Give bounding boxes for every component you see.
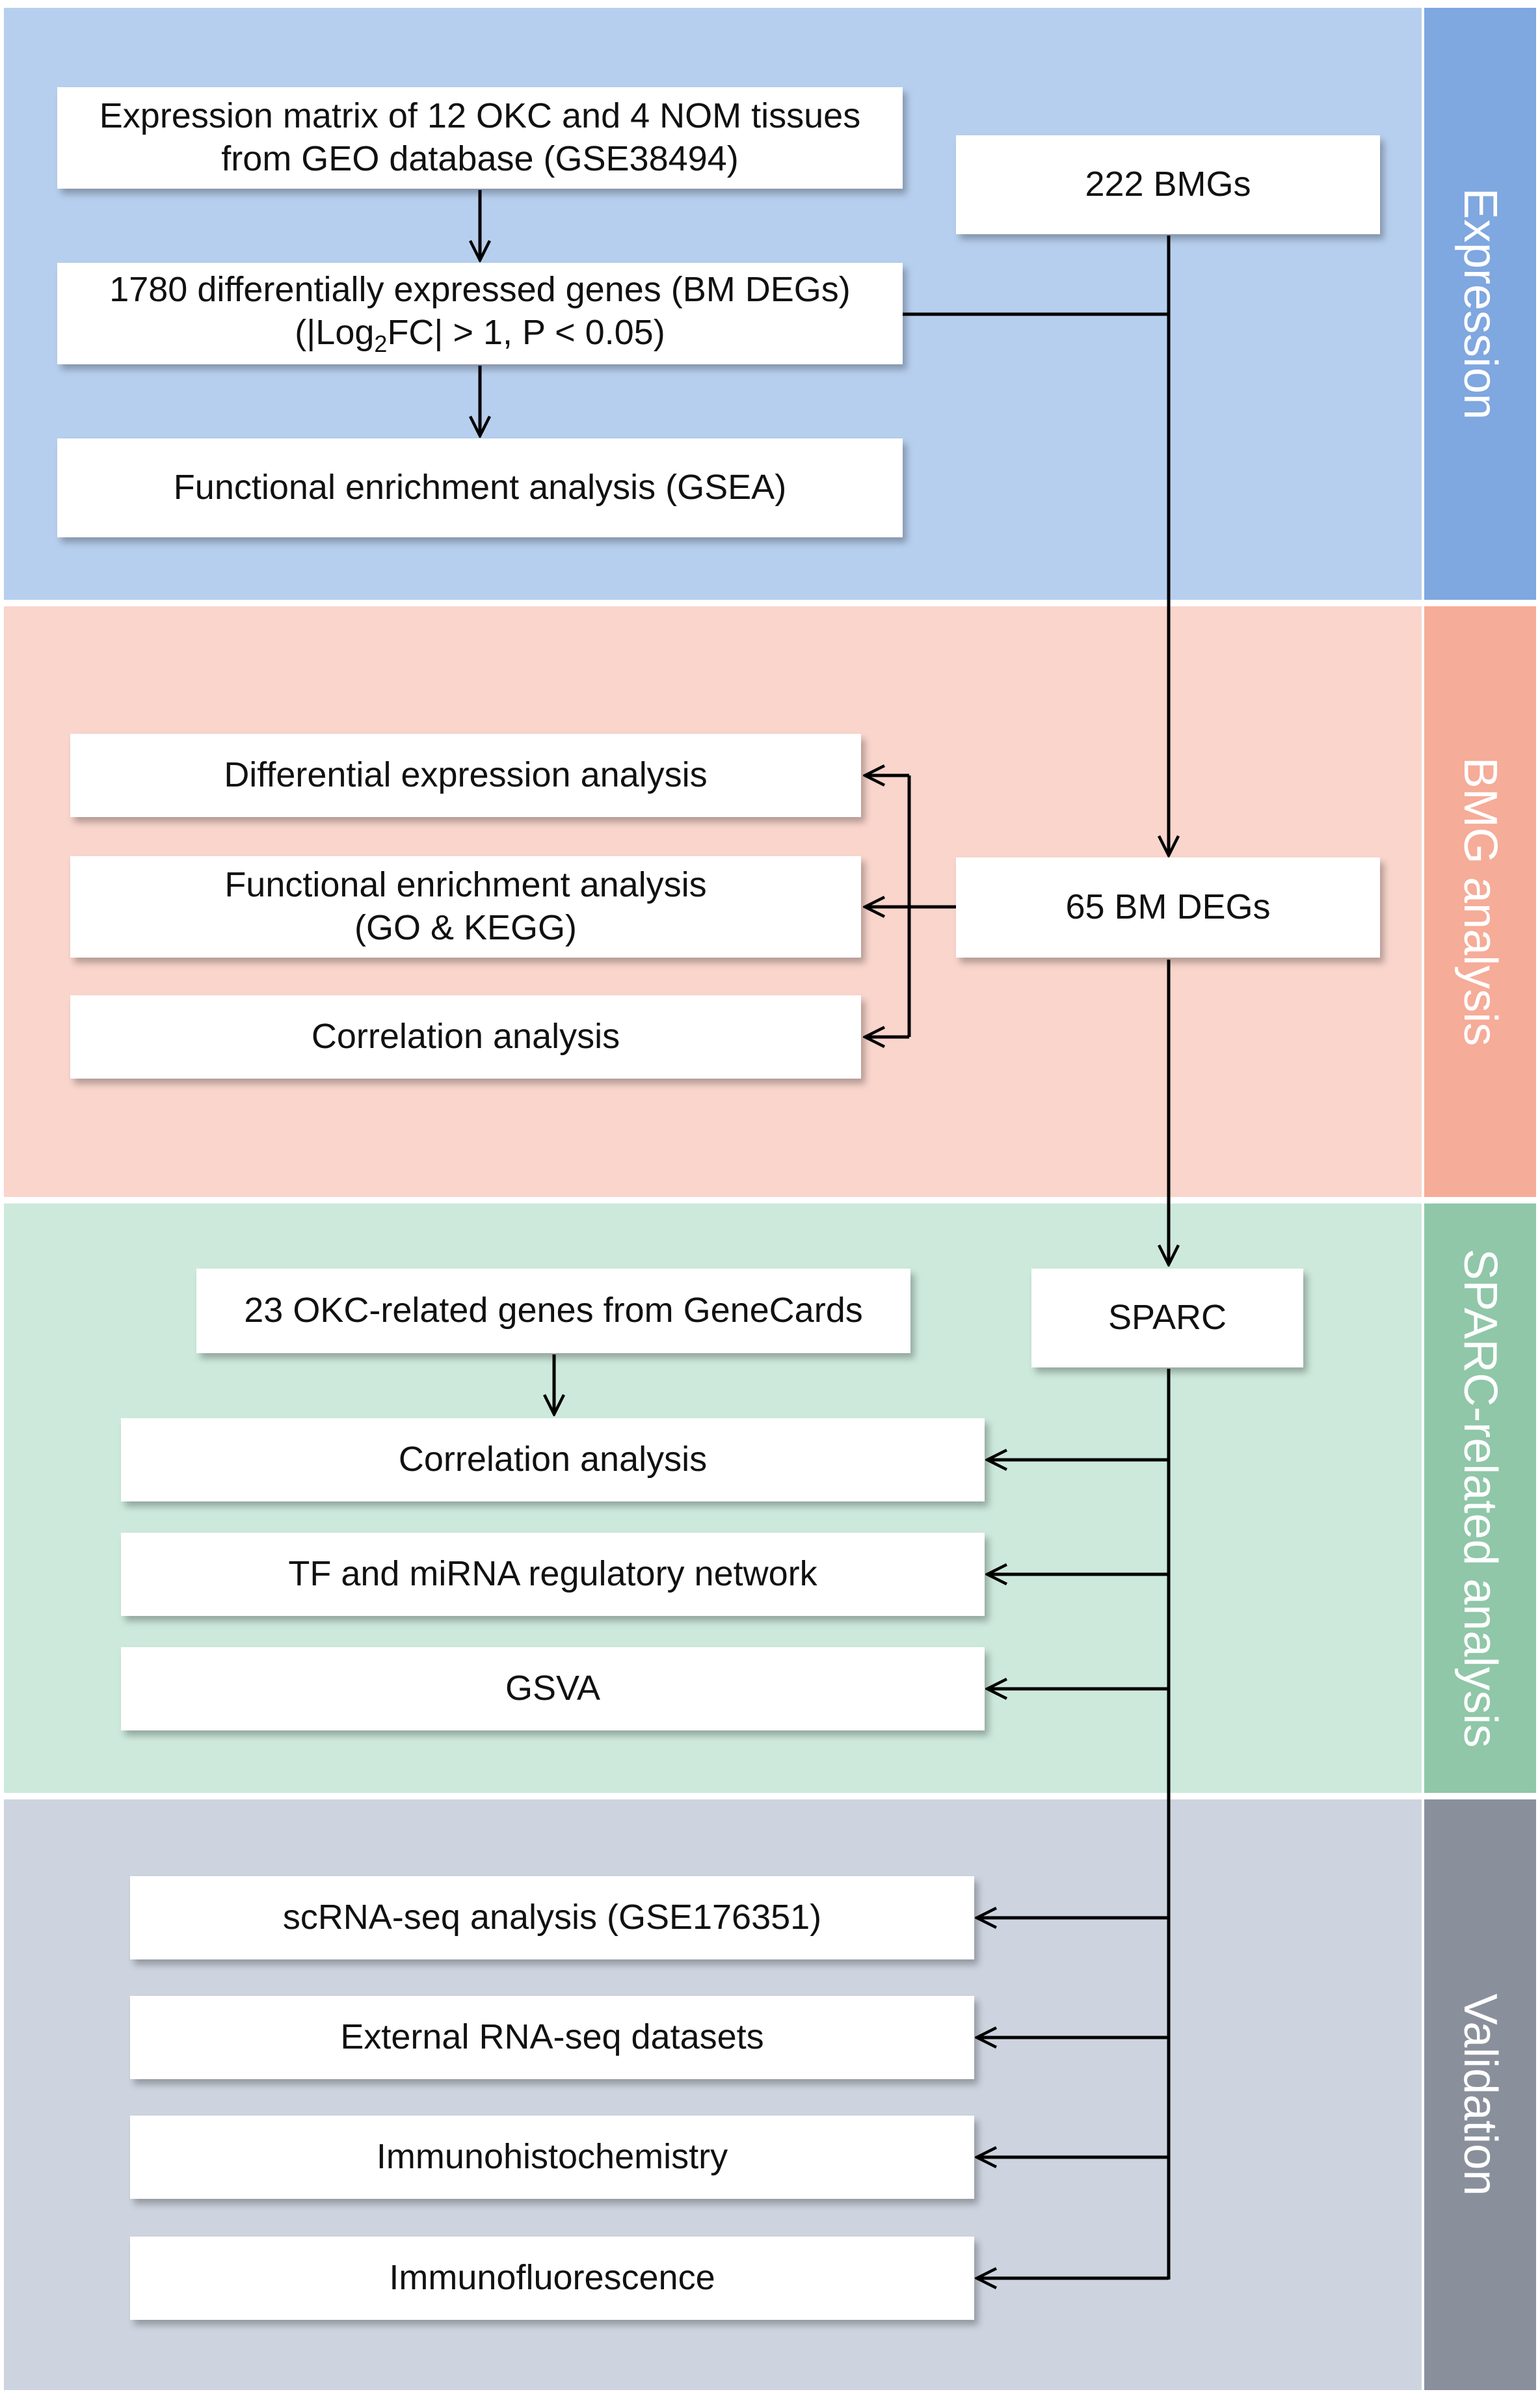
sparc-label: SPARC [1108,1298,1227,1338]
bmgs-label: 222 BMGs [1085,165,1251,204]
degs-line2-post: FC| > 1, P < 0.05) [387,313,665,353]
if-box: Immunofluorescence [130,2237,974,2320]
bm-degs-label: 65 BM DEGs [1065,887,1271,927]
if-label: Immunofluorescence [389,2258,715,2298]
external-rnaseq-box: External RNA-seq datasets [130,1996,974,2079]
correlation-sparc-box: Correlation analysis [121,1418,985,1501]
diff-expr-label: Differential expression analysis [224,755,708,795]
func-enrich-go-line2: (GO & KEGG) [354,908,578,947]
sparc-box: SPARC [1031,1269,1303,1367]
degs-line1: 1780 differentially expressed genes (BM … [109,270,851,310]
expression-matrix-box: Expression matrix of 12 OKC and 4 NOM ti… [57,87,903,189]
ihc-box: Immunohistochemistry [130,2116,974,2199]
expression-matrix-line1: Expression matrix of 12 OKC and 4 NOM ti… [99,96,861,136]
correlation-sparc-label: Correlation analysis [398,1440,708,1479]
degs-line2-pre: (|Log [295,313,375,353]
func-enrich-go-line1: Functional enrichment analysis [224,865,707,905]
bm-degs-box: 65 BM DEGs [956,857,1380,958]
expression-tab: Expression [1424,8,1536,600]
scrna-label: scRNA-seq analysis (GSE176351) [282,1898,822,1937]
validation-tab: Validation [1424,1799,1536,2390]
bmg-analysis-tab: BMG analysis [1424,606,1536,1197]
degs-line2-sub: 2 [374,330,388,357]
gsea-label: Functional enrichment analysis (GSEA) [173,468,787,507]
bmgs-box: 222 BMGs [956,135,1380,234]
gsea-box: Functional enrichment analysis (GSEA) [57,438,903,537]
gsva-label: GSVA [505,1669,601,1708]
sparc-related-tab: SPARC-related analysis [1424,1204,1536,1793]
correlation-bmg-box: Correlation analysis [70,995,861,1079]
correlation-bmg-label: Correlation analysis [311,1017,620,1056]
tf-mirna-box: TF and miRNA regulatory network [121,1533,985,1616]
scrna-box: scRNA-seq analysis (GSE176351) [130,1876,974,1959]
degs-box: 1780 differentially expressed genes (BM … [57,263,903,364]
expression-matrix-line2: from GEO database (GSE38494) [221,139,739,178]
func-enrich-go-box: Functional enrichment analysis (GO & KEG… [70,856,861,958]
okc-genes-box: 23 OKC-related genes from GeneCards [196,1269,910,1353]
gsva-box: GSVA [121,1647,985,1730]
degs-line2: (|Log2FC| > 1, P < 0.05) [295,312,665,358]
external-rnaseq-label: External RNA-seq datasets [340,2017,764,2057]
diff-expr-box: Differential expression analysis [70,734,861,817]
ihc-label: Immunohistochemistry [376,2137,728,2177]
tf-mirna-label: TF and miRNA regulatory network [288,1554,817,1594]
okc-genes-label: 23 OKC-related genes from GeneCards [244,1291,863,1330]
